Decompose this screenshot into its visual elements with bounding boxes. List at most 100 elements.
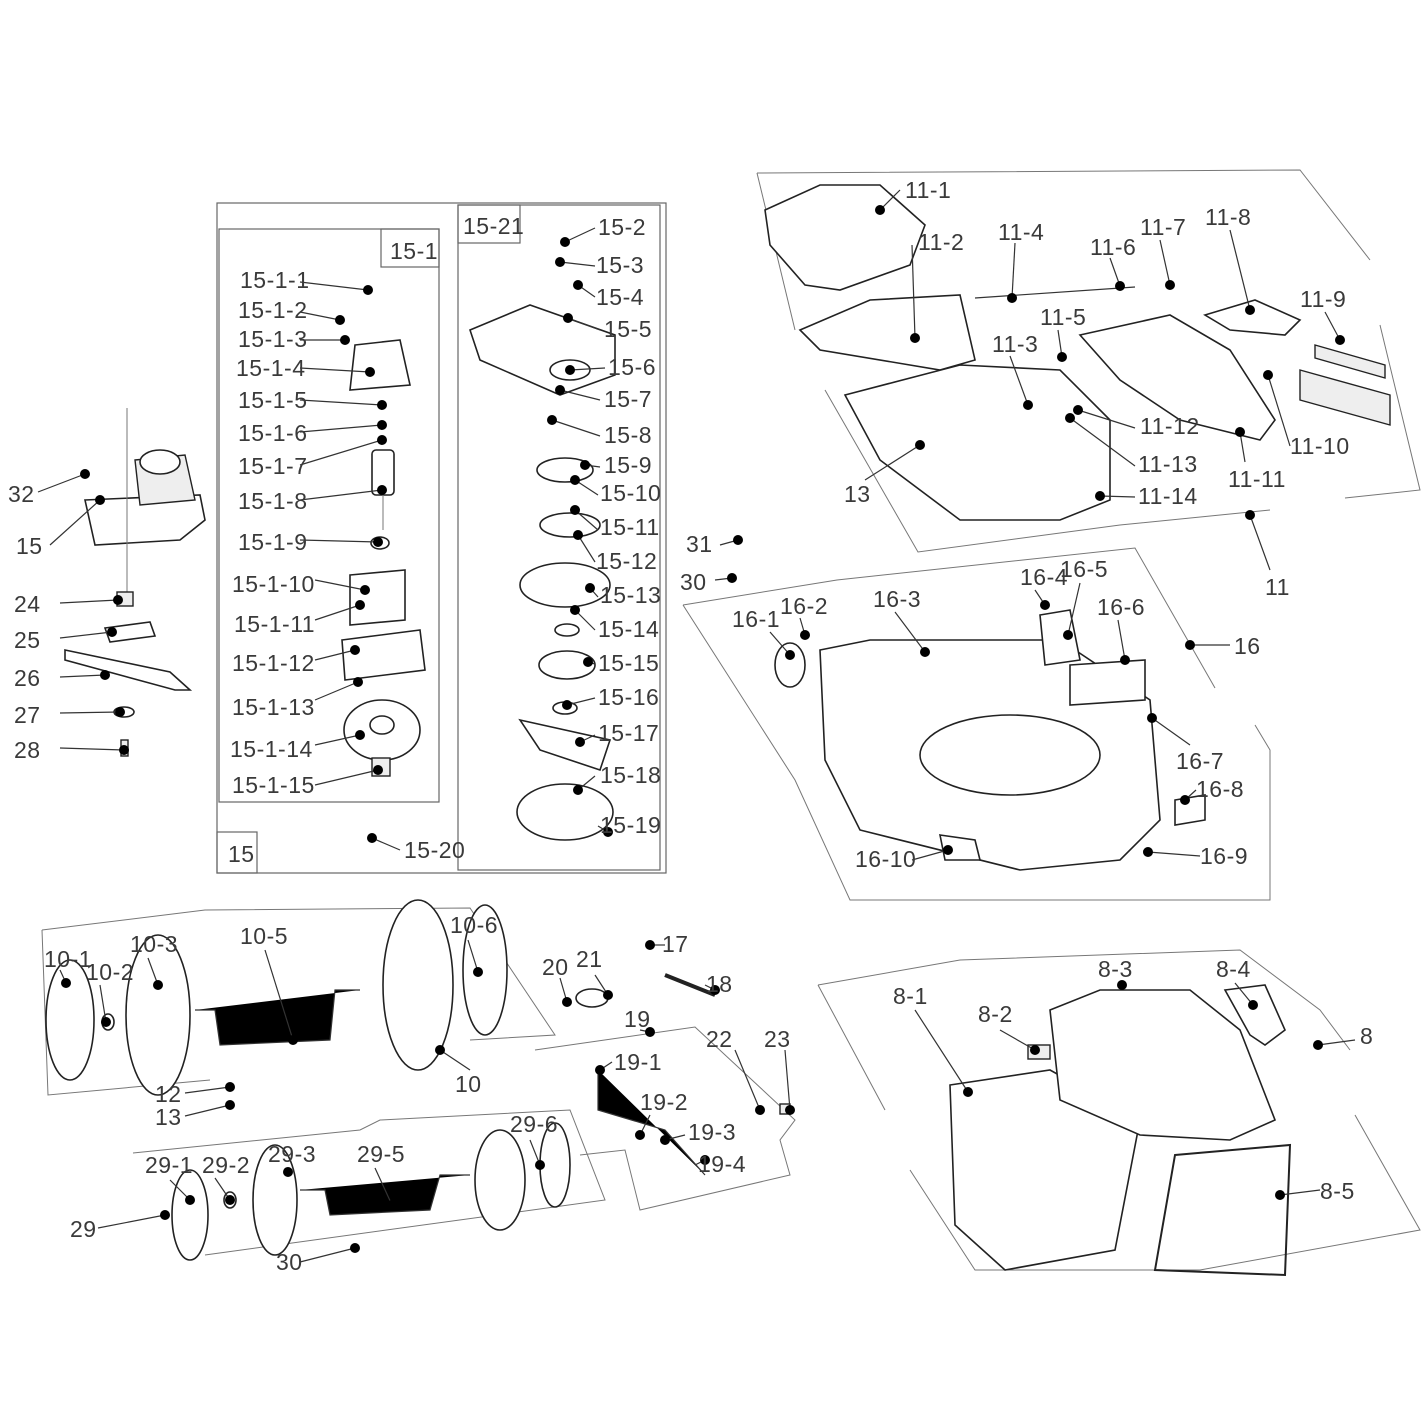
frame-15-1 [218, 228, 440, 803]
deck-parts [774, 609, 1206, 871]
callout-dot [350, 645, 360, 655]
leader-line [314, 769, 379, 786]
callout-dot [1235, 427, 1245, 437]
callout-dot [570, 505, 580, 515]
callout-dot [435, 1045, 445, 1055]
callout-dot [100, 670, 110, 680]
leader-line [1099, 495, 1136, 498]
callout-dot [113, 595, 123, 605]
callout-dot [1275, 1190, 1285, 1200]
leader-line [1239, 431, 1246, 463]
callout-dot [920, 647, 930, 657]
callout-dot [1065, 413, 1075, 423]
callout-dot [1248, 1000, 1258, 1010]
label-21: 21 [576, 946, 603, 972]
leader-line [1317, 1039, 1356, 1046]
label-8-4: 8-4 [1216, 956, 1251, 982]
leader-line [1229, 229, 1251, 311]
label-10-3: 10-3 [130, 931, 178, 957]
label-15-9: 15-9 [604, 452, 652, 478]
callout-dot [535, 1160, 545, 1170]
label-15-1-3: 15-1-3 [238, 326, 307, 352]
label-11-1: 11-1 [905, 177, 951, 203]
label-8-5: 8-5 [1320, 1178, 1355, 1204]
frame-15-1-title [380, 228, 440, 268]
label-29-3: 29-3 [268, 1141, 316, 1167]
callout-dot [160, 1210, 170, 1220]
label-17: 17 [662, 931, 689, 957]
label-8: 8 [1360, 1023, 1373, 1049]
callout-dot [340, 335, 350, 345]
frame-11-bottom [824, 389, 1271, 553]
callout-dot [1057, 352, 1067, 362]
motor-assembly [64, 408, 206, 757]
callout-dot [595, 1065, 605, 1075]
motor-15-21-parts [469, 304, 616, 841]
callout-dot [373, 537, 383, 547]
leader-line [1067, 582, 1081, 636]
label-16-7: 16-7 [1176, 748, 1224, 774]
label-26: 26 [14, 665, 41, 691]
callout-dot [225, 1195, 235, 1205]
label-11-7: 11-7 [1140, 214, 1186, 240]
callout-dot [225, 1100, 235, 1110]
leader-line [1151, 717, 1191, 746]
leader-line [734, 1049, 761, 1111]
callout-dot [1115, 281, 1125, 291]
callout-dot [185, 1195, 195, 1205]
label-13: 13 [155, 1104, 182, 1130]
label-15-3: 15-3 [596, 252, 644, 278]
label-10-1: 10-1 [44, 946, 92, 972]
label-32: 32 [8, 481, 35, 507]
frame-8-top [817, 949, 1351, 1051]
label-16-2: 16-2 [780, 593, 828, 619]
callout-dot [1180, 795, 1190, 805]
leader-line [559, 261, 596, 267]
callout-dot [107, 627, 117, 637]
label-11: 11 [1265, 574, 1290, 600]
callout-dot [562, 700, 572, 710]
leader-line [371, 837, 401, 851]
callout-dot [573, 280, 583, 290]
callout-dot [585, 583, 595, 593]
leader-line [577, 534, 596, 563]
leader-line [574, 509, 599, 531]
label-30-top: 30 [680, 569, 707, 595]
label-15-13: 15-13 [600, 582, 661, 608]
label-15-6: 15-6 [608, 354, 656, 380]
leader-line [1249, 514, 1271, 571]
callout-dot [350, 1243, 360, 1253]
label-15-20: 15-20 [404, 837, 465, 863]
callout-dot [1335, 335, 1345, 345]
frame-15 [216, 202, 667, 874]
label-8-1: 8-1 [893, 983, 928, 1009]
label-19-3: 19-3 [688, 1119, 736, 1145]
callout-dot [1147, 713, 1157, 723]
label-15-1-8: 15-1-8 [238, 488, 307, 514]
frame-11-right [1344, 324, 1421, 499]
callout-dot [562, 997, 572, 1007]
callout-dot [635, 1130, 645, 1140]
leader-line [184, 1086, 231, 1094]
leader-line [914, 1009, 969, 1093]
callout-dot [387, 1200, 397, 1210]
leader-line [299, 424, 383, 433]
label-11-14: 11-14 [1138, 483, 1198, 509]
leader-line [314, 681, 359, 701]
label-19-1: 19-1 [614, 1049, 662, 1075]
callout-dot [560, 237, 570, 247]
leader-line [864, 444, 921, 481]
leader-line [299, 489, 383, 501]
label-15-1-11: 15-1-11 [234, 611, 315, 637]
callout-dot [1023, 400, 1033, 410]
label-16-5: 16-5 [1060, 556, 1108, 582]
callout-dot [360, 585, 370, 595]
label-19-2: 19-2 [640, 1089, 688, 1115]
label-11-8: 11-8 [1205, 204, 1251, 230]
callout-dot [660, 1135, 670, 1145]
leader-line [314, 649, 356, 661]
callout-dot [583, 657, 593, 667]
leader-line [1324, 311, 1341, 341]
leader-line [264, 949, 294, 1041]
